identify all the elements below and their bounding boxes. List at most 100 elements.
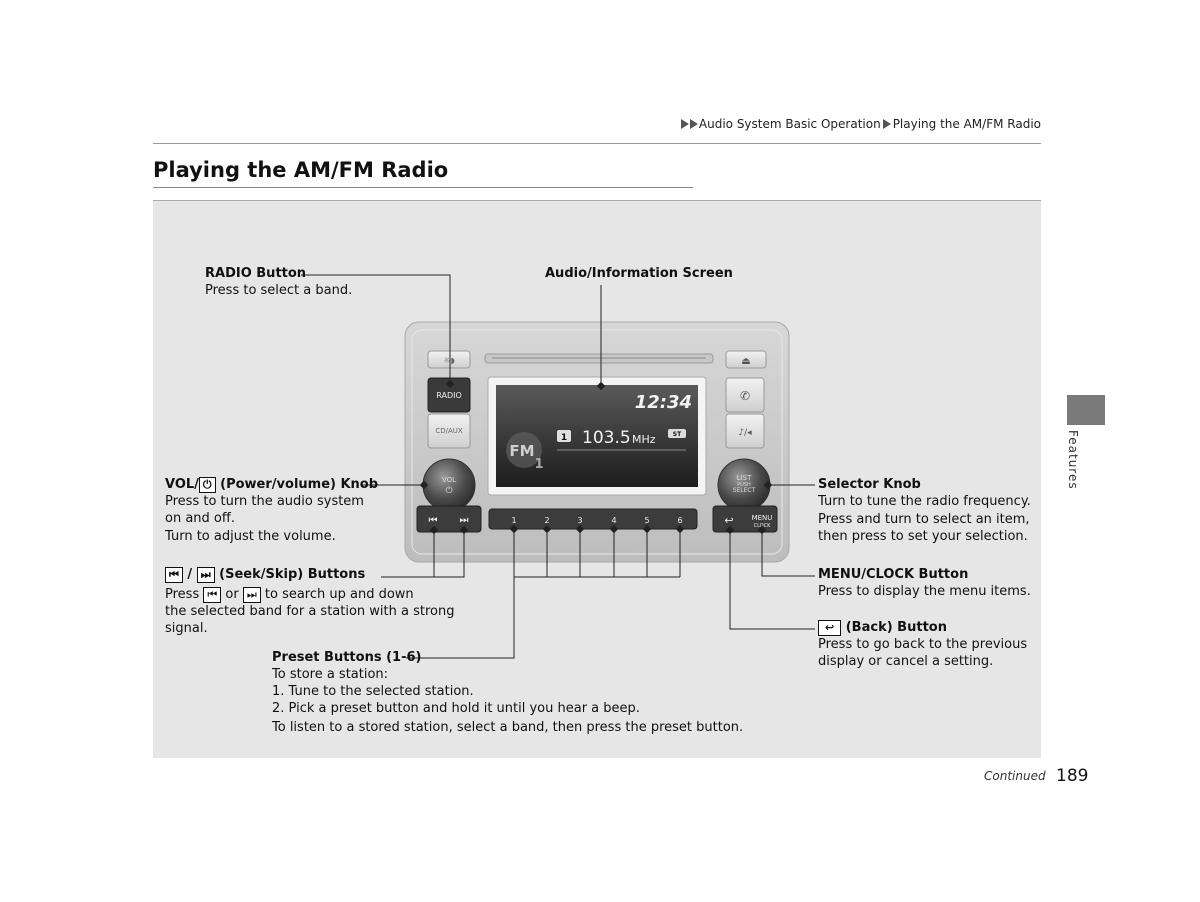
section-tab-label: Features [1066, 430, 1080, 490]
header-rule [153, 143, 1041, 144]
selector-knob-callout-title: Selector Knob [818, 477, 921, 492]
band-logo-sub: 1 [534, 457, 543, 472]
page-number: 189 [1056, 766, 1089, 786]
band-logo-text: FM [509, 442, 534, 460]
stereo-badge [668, 429, 686, 438]
radio-button-callout-desc: Press to select a band. [205, 283, 353, 298]
eject-icon: ⏏ [741, 356, 750, 367]
seek-callout-title: (Seek/Skip) Buttons [214, 567, 366, 582]
preset-button-5: 5 [644, 516, 649, 525]
seek-back-icon: ⏮ [203, 586, 222, 603]
phone-icon: ✆ [740, 389, 750, 403]
breadcrumb-arrow-icon [680, 119, 689, 129]
power-icon: ⏻ [198, 476, 216, 493]
voice-button [725, 413, 765, 449]
preset-numbers: 1 2 3 4 5 6 [511, 516, 682, 525]
preset-callout: Preset Buttons (1-6) To store a station:… [272, 649, 743, 736]
back-icon: ↩ [818, 619, 842, 636]
preset-buttons-bar [488, 508, 698, 530]
vol-knob-callout-desc3: Turn to adjust the volume. [165, 529, 336, 544]
selector-knob-line2: PUSH [737, 482, 751, 488]
breadcrumb-part-2: Playing the AM/FM Radio [892, 117, 1041, 131]
phone-button [725, 377, 765, 413]
preset-button-3: 3 [577, 516, 582, 525]
seek-callout-desc3: signal. [165, 621, 208, 636]
menu-clock-callout: MENU/CLOCK Button Press to display the m… [818, 566, 1031, 600]
menu-button-line2: CLOCK [754, 523, 772, 529]
stereo-badge-label: ST [673, 431, 682, 438]
selector-knob-callout-desc2: Press and turn to select an item, [818, 512, 1030, 527]
back-button-callout-desc2: display or cancel a setting. [818, 654, 994, 669]
menu-button-line1: MENU [752, 514, 773, 522]
seek-back-icon: ⏮ [165, 566, 183, 583]
brightness-button [427, 350, 471, 369]
breadcrumb-arrow-icon [882, 119, 891, 129]
cd-aux-button [427, 413, 471, 449]
radio-button [427, 377, 471, 413]
back-button-callout-desc1: Press to go back to the previous [818, 637, 1028, 652]
menu-clock-callout-desc: Press to display the menu items. [818, 584, 1031, 599]
music-voice-icon: ♪/◂ [738, 428, 752, 438]
vol-knob-label: VOL [442, 476, 456, 484]
preset-button-2: 2 [544, 516, 549, 525]
screen-frequency: 103.5 [582, 428, 631, 448]
selector-knob-callout: Selector Knob Turn to tune the radio fre… [818, 476, 1031, 545]
selector-knob-callout-desc1: Turn to tune the radio frequency. [818, 494, 1031, 509]
preset-indicator [557, 430, 571, 442]
screen-callout-title: Audio/Information Screen [545, 266, 733, 281]
page-title: Playing the AM/FM Radio [153, 158, 449, 182]
preset-callout-line2: 1. Tune to the selected station. [272, 684, 474, 699]
screen-callout: Audio/Information Screen [545, 265, 733, 282]
title-rule [153, 187, 693, 188]
seek-callout-desc-rest: to search up and down [260, 587, 414, 602]
preset-indicator-label: 1 [561, 433, 567, 443]
back-menu-bar [712, 505, 778, 533]
radio-button-callout-title: RADIO Button [205, 266, 307, 281]
selector-knob-line1: LIST [737, 474, 752, 482]
seek-callout: ⏮ / ⏭ (Seek/Skip) Buttons Press ⏮ or ⏭ t… [165, 566, 454, 637]
leader-lines [301, 274, 815, 659]
vol-knob-callout-desc2: on and off. [165, 511, 235, 526]
selector-knob-line3: SELECT [733, 487, 756, 494]
power-icon: ⏻ [445, 485, 452, 496]
breadcrumb-part-1: Audio System Basic Operation [698, 117, 881, 131]
screen-frequency-unit: MHz [632, 433, 656, 446]
cd-aux-button-label: CD/AUX [435, 427, 463, 435]
band-logo-icon [506, 432, 542, 468]
seek-forward-icon: ⏭ [460, 515, 469, 526]
back-icon: ↩ [724, 514, 733, 527]
screen-clock: 12:34 [635, 392, 692, 413]
seek-forward-icon: ⏭ [196, 566, 215, 583]
vol-knob-callout: VOL/⏻ (Power/volume) Knob Press to turn … [165, 476, 378, 545]
vol-knob [422, 458, 476, 512]
menu-clock-callout-title: MENU/CLOCK Button [818, 567, 969, 582]
breadcrumb-arrow-icon [689, 119, 698, 129]
preset-button-1: 1 [511, 516, 516, 525]
leader-dots [419, 379, 773, 535]
seek-back-icon: ⏮ [429, 515, 438, 526]
preset-callout-title: Preset Buttons (1-6) [272, 650, 422, 665]
preset-callout-line3: 2. Pick a preset button and hold it unti… [272, 701, 640, 716]
preset-callout-line4: To listen to a stored station, select a … [272, 720, 744, 735]
continued-label: Continued [984, 769, 1046, 783]
vol-knob-callout-title-post: (Power/volume) Knob [215, 477, 379, 492]
seek-callout-sep: / [182, 567, 197, 582]
preset-button-4: 4 [611, 516, 616, 525]
seek-forward-icon: ⏭ [242, 586, 261, 603]
radio-button-callout: RADIO Button Press to select a band. [205, 265, 352, 299]
preset-callout-line1: To store a station: [272, 667, 389, 682]
eject-button [725, 350, 767, 369]
seek-callout-or: or [221, 587, 243, 602]
selector-knob-callout-desc3: then press to set your selection. [818, 529, 1028, 544]
breadcrumb: Audio System Basic Operation Playing the… [680, 117, 1041, 131]
back-button-callout: ↩ (Back) Button Press to go back to the … [818, 619, 1027, 670]
vol-knob-callout-title-pre: VOL/ [165, 477, 199, 492]
vol-knob-callout-desc1: Press to turn the audio system [165, 494, 364, 509]
seek-buttons-bar [416, 505, 482, 533]
svg-text:☼◗: ☼◗ [443, 356, 454, 365]
section-tab-marker [1067, 395, 1105, 425]
preset-button-6: 6 [677, 516, 682, 525]
back-button-callout-title: (Back) Button [841, 620, 947, 635]
radio-button-label: RADIO [436, 391, 462, 400]
